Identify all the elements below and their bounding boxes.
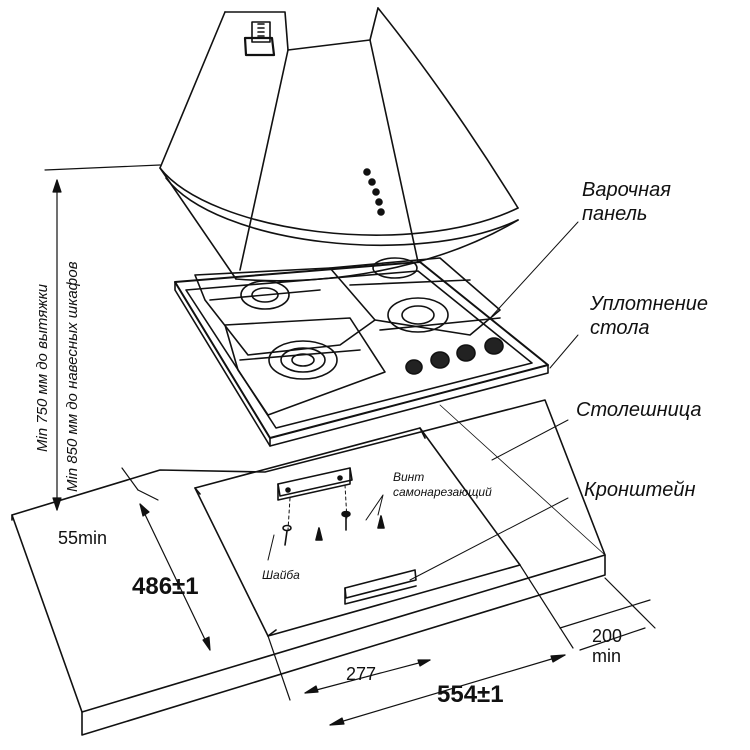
fixing-hardware — [277, 467, 417, 605]
seal-label-line2: стола — [590, 317, 650, 339]
screw-label-line1: Винт — [393, 470, 425, 484]
worktop — [11, 399, 606, 736]
hob-label-line1: Варочная — [582, 179, 671, 201]
washer-label: Шайба — [262, 568, 300, 582]
worktop-cutout — [194, 427, 521, 637]
seal-label-line1: Уплотнение — [590, 293, 709, 315]
width-dimension: 554±1 — [437, 681, 504, 708]
leader-lines — [267, 221, 579, 581]
wall-gap-unit: min — [592, 646, 622, 666]
gas-hob — [174, 257, 549, 447]
min-cabinet-text: Min 850 мм до навесных шкафов — [64, 261, 81, 492]
hob-label-line2: панель — [582, 203, 648, 225]
range-hood — [159, 7, 519, 282]
edge-min-dimension: 55min — [58, 528, 108, 548]
wall-gap-value: 200 — [592, 626, 623, 646]
screw-label-line2: самонарезающий — [393, 485, 492, 499]
bracket-label: Кронштейн — [584, 479, 696, 501]
height-guide — [44, 164, 161, 511]
worktop-label: Столешница — [576, 399, 702, 421]
min-hood-text: Min 750 мм до вытяжки — [34, 283, 51, 452]
depth-dimension: 486±1 — [132, 573, 199, 600]
dimension-lines — [121, 467, 656, 726]
half-width-dimension: 277 — [346, 664, 377, 684]
